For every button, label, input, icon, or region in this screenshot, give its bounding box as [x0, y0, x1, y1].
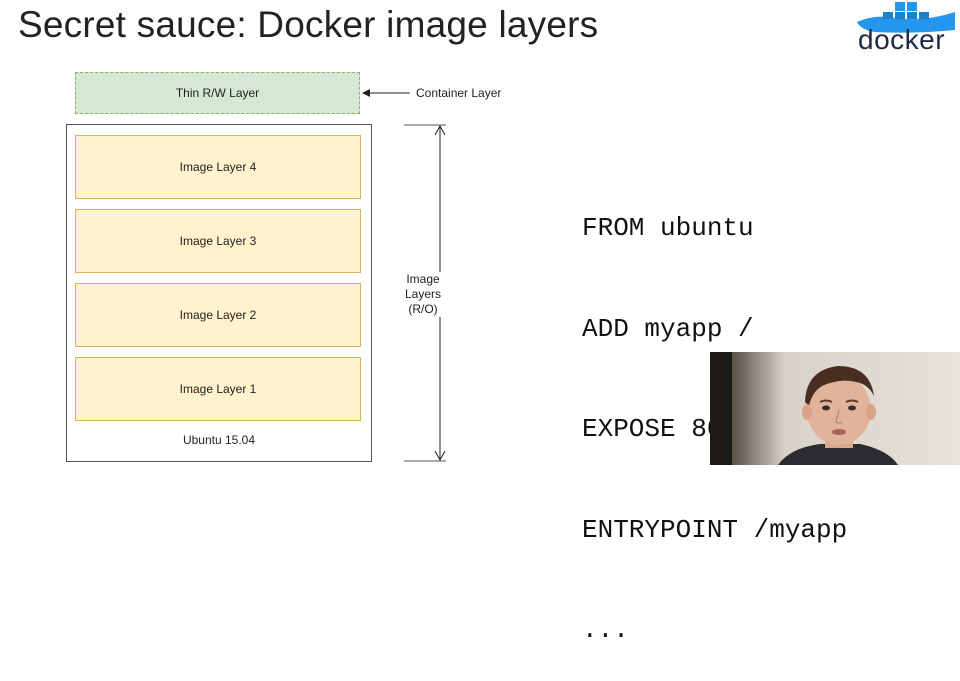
image-layer-4: Image Layer 4 [75, 135, 361, 199]
code-line: ADD myapp / [582, 313, 754, 344]
layers-label-line: Image [406, 272, 440, 286]
presenter-video-icon [710, 352, 960, 465]
image-layer-2: Image Layer 2 [75, 283, 361, 347]
image-layer-3: Image Layer 3 [75, 209, 361, 273]
image-layer-label: Image Layer 3 [179, 234, 257, 248]
code-line: EXPOSE 80 [582, 414, 723, 444]
layers-label-line: (R/O) [408, 302, 438, 316]
docker-wordmark: docker [858, 24, 946, 55]
span-arrow-head-down [434, 450, 446, 462]
presenter-webcam [710, 352, 960, 465]
image-layer-label: Image Layer 1 [179, 382, 257, 396]
code-line: ... [582, 615, 629, 645]
image-layer-label: Image Layer 2 [179, 308, 257, 322]
container-layer-label: Container Layer [416, 86, 502, 100]
docker-whale-icon [857, 2, 955, 33]
docker-logo [855, 0, 960, 58]
code-line: ENTRYPOINT /myapp [582, 514, 848, 545]
image-layers-ro-label: Image Layers (R/O) [398, 272, 448, 317]
code-line: FROM ubuntu [582, 213, 754, 243]
image-layer-label: Image Layer 4 [179, 160, 257, 174]
thin-rw-layer-label: Thin R/W Layer [175, 86, 260, 100]
thin-rw-layer: Thin R/W Layer [75, 72, 360, 114]
span-arrow-head-up [434, 124, 446, 136]
container-arrow-head [362, 89, 370, 97]
image-layer-1: Image Layer 1 [75, 357, 361, 421]
base-image-label: Ubuntu 15.04 [182, 433, 256, 447]
slide-title: Secret sauce: Docker image layers [18, 4, 599, 45]
layers-label-line: Layers [404, 287, 442, 301]
